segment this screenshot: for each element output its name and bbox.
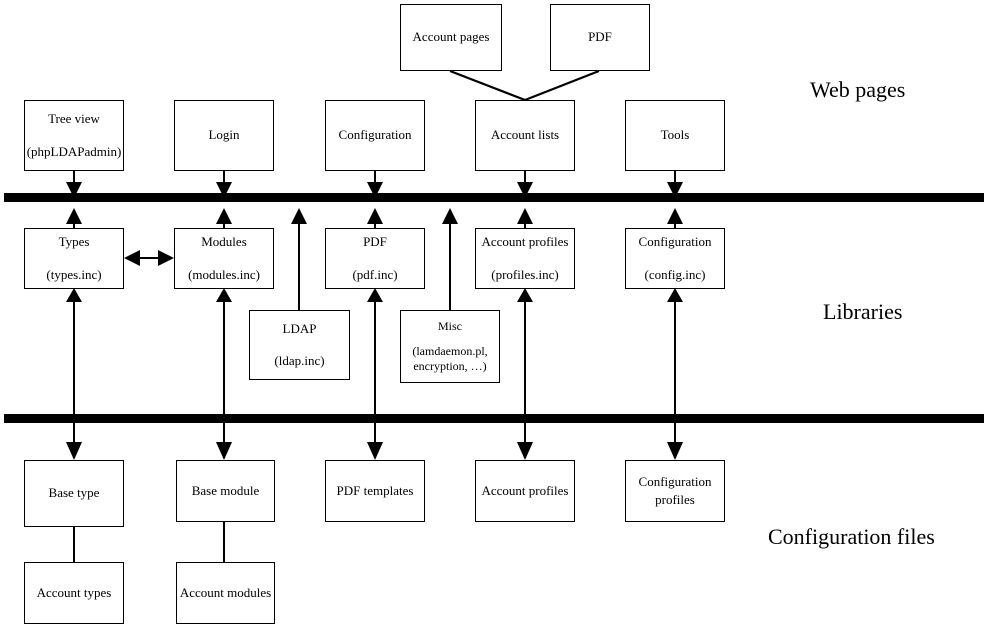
box-login-title: Login (208, 127, 240, 143)
box-pdf-templates-title: PDF templates (336, 482, 414, 498)
edge-account-pages-to-account-lists (449, 69, 526, 102)
edge-configuration-to-bar (367, 171, 383, 198)
box-tree-view[interactable]: Tree view (phpLDAPadmin) (24, 100, 124, 171)
edge-configuration-profiles-to-lib (667, 288, 683, 432)
box-account-pages[interactable]: Account pages (400, 4, 502, 71)
edge-pdf-lib-to-bar (367, 208, 383, 228)
box-configuration[interactable]: Configuration (325, 100, 425, 171)
box-base-type-title: Base type (48, 485, 100, 501)
box-account-lists[interactable]: Account lists (475, 100, 575, 171)
box-modules-subtitle: (modules.inc) (188, 266, 260, 282)
box-pdf-source-title: PDF (588, 29, 612, 45)
box-configuration-profiles-title: Configuration profiles (638, 474, 712, 507)
edge-bar-to-configuration-profiles (667, 424, 683, 460)
zone-label-libraries: Libraries (823, 299, 903, 324)
edge-modules-to-bar (216, 208, 232, 228)
edge-tree-view-to-bar (66, 171, 82, 198)
box-account-modules-title: Account modules (179, 584, 272, 600)
box-ldap-subtitle: (ldap.inc) (274, 353, 325, 368)
edge-misc-to-bar (442, 208, 458, 310)
box-pdf-templates[interactable]: PDF templates (325, 460, 425, 522)
box-tree-view-title: Tree view (48, 111, 100, 127)
box-account-types-title: Account types (36, 584, 112, 600)
box-tools-title: Tools (660, 127, 690, 143)
layer-separator-libraries-files (4, 414, 984, 423)
box-misc-subtitle: (lamdaemon.pl, encryption, …) (412, 344, 488, 373)
edge-base-module-to-modules (216, 288, 232, 432)
box-account-profiles-files-title: Account profiles (481, 482, 569, 498)
box-base-type[interactable]: Base type (24, 460, 124, 527)
edge-login-to-bar (216, 171, 232, 198)
box-configuration-library-subtitle: (config.inc) (644, 266, 706, 282)
box-tools[interactable]: Tools (625, 100, 725, 171)
box-base-module-title: Base module (191, 482, 260, 498)
box-account-pages-title: Account pages (412, 29, 490, 45)
edge-bar-to-base-type (66, 424, 82, 460)
edge-account-profiles-lib-to-bar (517, 208, 533, 228)
box-pdf-library[interactable]: PDF (pdf.inc) (325, 228, 425, 289)
box-configuration-library[interactable]: Configuration (config.inc) (625, 228, 725, 289)
edge-account-profiles-files-to-lib (517, 288, 533, 432)
edge-account-lists-to-bar (517, 171, 533, 198)
zone-label-configuration-files: Configuration files (768, 524, 935, 549)
box-pdf-source[interactable]: PDF (550, 4, 650, 71)
box-account-profiles-library-subtitle: (profiles.inc) (491, 266, 559, 282)
box-misc-title: Misc (438, 319, 462, 333)
edge-types-modules-bidirectional (124, 250, 174, 266)
edge-types-to-bar (66, 208, 82, 228)
edge-tools-to-bar (667, 171, 683, 198)
box-configuration-library-title: Configuration (638, 234, 712, 250)
edge-configuration-lib-to-bar (667, 208, 683, 228)
box-types[interactable]: Types (types.inc) (24, 228, 124, 289)
edge-pdf-templates-to-pdf-lib (367, 288, 383, 432)
box-account-types[interactable]: Account types (24, 562, 124, 624)
edge-pdf-to-account-lists (524, 69, 600, 102)
box-configuration-title: Configuration (338, 127, 412, 143)
edge-ldap-to-bar (291, 208, 307, 310)
box-ldap-title: LDAP (282, 320, 317, 336)
box-account-profiles-library-title: Account profiles (481, 234, 569, 250)
box-account-profiles-files[interactable]: Account profiles (475, 460, 575, 522)
box-configuration-profiles[interactable]: Configuration profiles (625, 460, 725, 522)
box-tree-view-subtitle: (phpLDAPadmin) (26, 143, 122, 159)
box-types-title: Types (58, 234, 90, 250)
box-login[interactable]: Login (174, 100, 274, 171)
edge-base-type-to-types (66, 288, 82, 432)
box-base-module[interactable]: Base module (176, 460, 275, 522)
box-modules[interactable]: Modules (modules.inc) (174, 228, 274, 289)
box-ldap[interactable]: LDAP (ldap.inc) (249, 310, 350, 380)
box-misc[interactable]: Misc (lamdaemon.pl, encryption, …) (400, 310, 500, 383)
box-pdf-library-subtitle: (pdf.inc) (352, 266, 398, 282)
edge-bar-to-base-module (216, 424, 232, 460)
box-account-lists-title: Account lists (490, 127, 560, 143)
box-types-subtitle: (types.inc) (46, 266, 102, 282)
edge-bar-to-pdf-templates (367, 424, 383, 460)
box-modules-title: Modules (201, 234, 247, 250)
box-account-profiles-library[interactable]: Account profiles (profiles.inc) (475, 228, 575, 289)
layer-separator-web-libraries (4, 193, 984, 202)
zone-label-web-pages: Web pages (810, 77, 906, 102)
box-pdf-library-title: PDF (363, 234, 387, 250)
box-account-modules[interactable]: Account modules (176, 562, 275, 624)
edge-bar-to-account-profiles-files (517, 424, 533, 460)
